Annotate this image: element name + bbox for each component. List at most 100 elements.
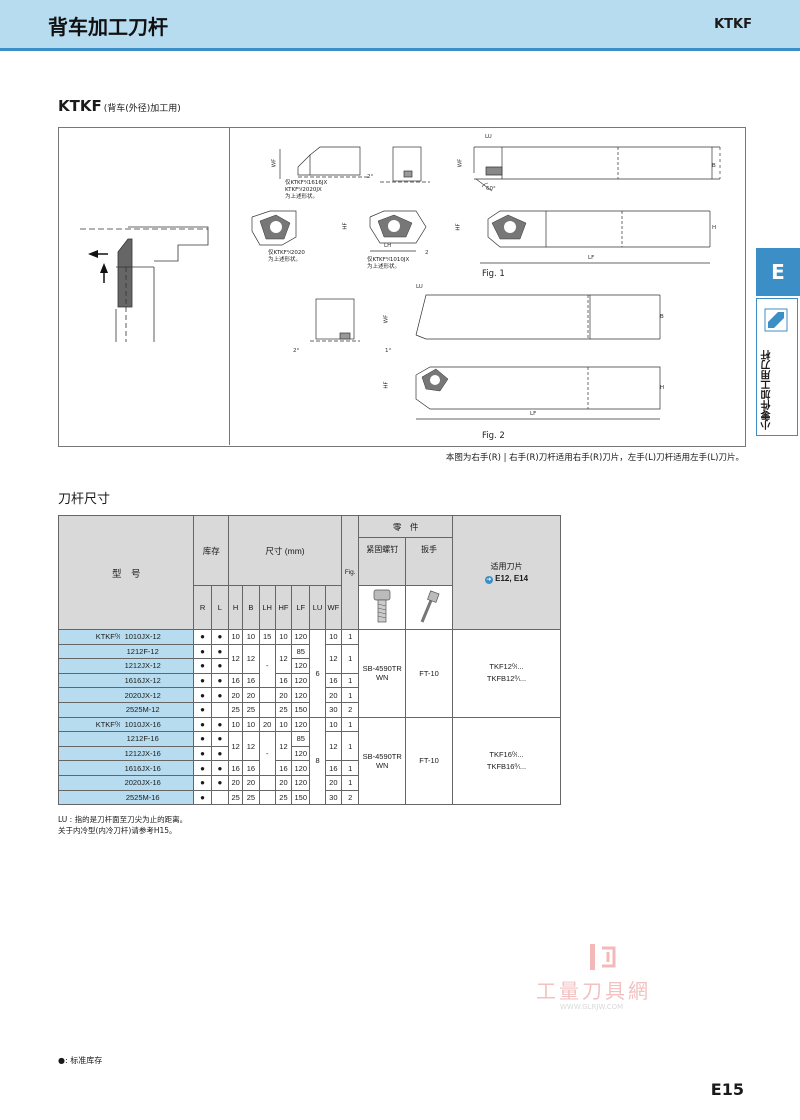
dim-lf-1: LF bbox=[588, 255, 595, 261]
dim-b: 25 bbox=[242, 701, 260, 718]
dim-lu: 6 bbox=[309, 629, 326, 718]
dim-lf: 120 bbox=[291, 672, 311, 689]
dim-lf: 120 bbox=[291, 716, 311, 733]
stock-r: ● bbox=[193, 643, 212, 660]
dim-wf: 12 bbox=[324, 643, 343, 674]
fig-num: 1 bbox=[341, 731, 360, 762]
fig2-label: Fig. 2 bbox=[482, 431, 505, 441]
dim-lf: 120 bbox=[291, 658, 311, 674]
header-rule bbox=[0, 48, 800, 51]
screw-cell: SB-4590TRWN bbox=[358, 629, 407, 718]
dim-lf: 120 bbox=[291, 760, 311, 776]
dim-b: 10 bbox=[242, 716, 260, 733]
dim-lh bbox=[258, 789, 276, 806]
dim-b-2: B bbox=[660, 314, 664, 320]
wrench-icon bbox=[405, 585, 453, 630]
stock-l: ● bbox=[210, 658, 230, 674]
dim-lf: 120 bbox=[291, 629, 311, 645]
dim-lh bbox=[258, 687, 276, 703]
dim-lf: 150 bbox=[291, 701, 311, 718]
dim-hf-2: HF bbox=[455, 223, 462, 231]
fig-num: 2 bbox=[341, 789, 360, 806]
header-h: H bbox=[228, 585, 244, 630]
header-b: B bbox=[242, 585, 260, 630]
stock-r: ● bbox=[193, 658, 212, 674]
dim-wf: 16 bbox=[324, 672, 343, 689]
fig-num: 1 bbox=[341, 629, 360, 645]
model-cell: 1212F-16 bbox=[57, 731, 195, 747]
dim-wf-2: WF bbox=[457, 158, 464, 168]
table-row: 1212JX-16 ● ● 120 bbox=[57, 745, 561, 762]
stock-r: ● bbox=[193, 629, 212, 645]
dim-two: 2 bbox=[425, 250, 429, 256]
dim-b: 12 bbox=[242, 643, 260, 674]
dim-h: 16 bbox=[228, 760, 244, 776]
fig-num: 1 bbox=[341, 774, 360, 791]
header-hf: HF bbox=[274, 585, 293, 630]
table-row: 2020JX-12 ● ● 20 20 20 120 20 1 bbox=[57, 687, 561, 703]
fig-num: 1 bbox=[341, 716, 360, 733]
stock-l bbox=[210, 701, 230, 718]
insert-cell: TKF12⁰⁄ₗ...TKFB12⁰⁄ₗ... bbox=[451, 629, 562, 718]
header-wf: WF bbox=[324, 585, 343, 630]
model-cell: 1212JX-12 bbox=[57, 658, 195, 674]
fig-num: 1 bbox=[341, 760, 360, 776]
dim-lf: 120 bbox=[291, 687, 311, 703]
stock-l: ● bbox=[210, 687, 230, 703]
footnote-ref[interactable]: 关于内冷型(内冷刀杆)请参考H15。 bbox=[58, 826, 177, 835]
series-code: KTKF bbox=[714, 17, 752, 32]
dim-lh bbox=[258, 701, 276, 718]
stock-l: ● bbox=[210, 731, 230, 747]
stock-l: ● bbox=[210, 716, 230, 733]
dim-b: 16 bbox=[242, 672, 260, 689]
page-header bbox=[0, 0, 800, 48]
dim-lf: 85 bbox=[291, 643, 311, 660]
section-subtitle: (背车(外径)加工用) bbox=[103, 104, 181, 114]
header-lu: LU bbox=[309, 585, 326, 630]
dim-wf-3: WF bbox=[383, 314, 390, 324]
stock-r: ● bbox=[193, 760, 212, 776]
ref-arrow-icon: ➜ bbox=[484, 575, 493, 584]
dim-hf-1: HF bbox=[342, 222, 349, 230]
model-cell: 1212F-12 bbox=[57, 643, 195, 660]
header-lh: LH bbox=[258, 585, 276, 630]
dim-lh: 15 bbox=[258, 629, 276, 645]
model-cell: 2020JX-12 bbox=[57, 687, 195, 703]
table-row: 1616JX-16 ● ● 16 16 16 120 16 1 bbox=[57, 760, 561, 776]
dim-hf-3: HF bbox=[383, 381, 390, 389]
fig-num: 2 bbox=[341, 701, 360, 718]
stock-r: ● bbox=[193, 745, 212, 762]
header-fig: Fig. bbox=[341, 515, 360, 630]
footnote-stock: ●: 标准库存 bbox=[58, 1056, 103, 1065]
header-screw: 紧固螺钉 bbox=[358, 537, 407, 586]
stock-l: ● bbox=[210, 643, 230, 660]
dim-hf: 10 bbox=[274, 716, 293, 733]
header-wrench: 扳手 bbox=[405, 537, 453, 586]
tool-holder-icon bbox=[764, 308, 788, 332]
side-tab-letter[interactable]: E bbox=[756, 248, 800, 296]
footnote-lu: LU : 指的是刀杆面至刀尖为止的距离。 bbox=[58, 815, 188, 824]
model-cell: 2020JX-16 bbox=[57, 774, 195, 791]
stock-r: ● bbox=[193, 687, 212, 703]
header-model: 型 号 bbox=[57, 515, 195, 630]
screw-icon bbox=[358, 585, 407, 630]
wrench-cell: FT-10 bbox=[405, 629, 453, 718]
dim-h: 20 bbox=[228, 774, 244, 791]
stock-r: ● bbox=[193, 789, 212, 806]
dim-hf: 20 bbox=[274, 774, 293, 791]
screw-cell: SB-4590TRWN bbox=[358, 716, 407, 806]
dim-deg-1: 2° bbox=[367, 174, 374, 180]
insert-cell: TKF16⁰⁄ₗ...TKFB16⁰⁄ₗ... bbox=[451, 716, 562, 806]
model-cell: 2525M-16 bbox=[57, 789, 195, 806]
table-row: 2525M-16 ● 25 25 25 150 30 2 bbox=[57, 789, 561, 806]
header-insert: 适用刀片 ➜ E12, E14 bbox=[451, 515, 562, 630]
dim-wf: 20 bbox=[324, 687, 343, 703]
